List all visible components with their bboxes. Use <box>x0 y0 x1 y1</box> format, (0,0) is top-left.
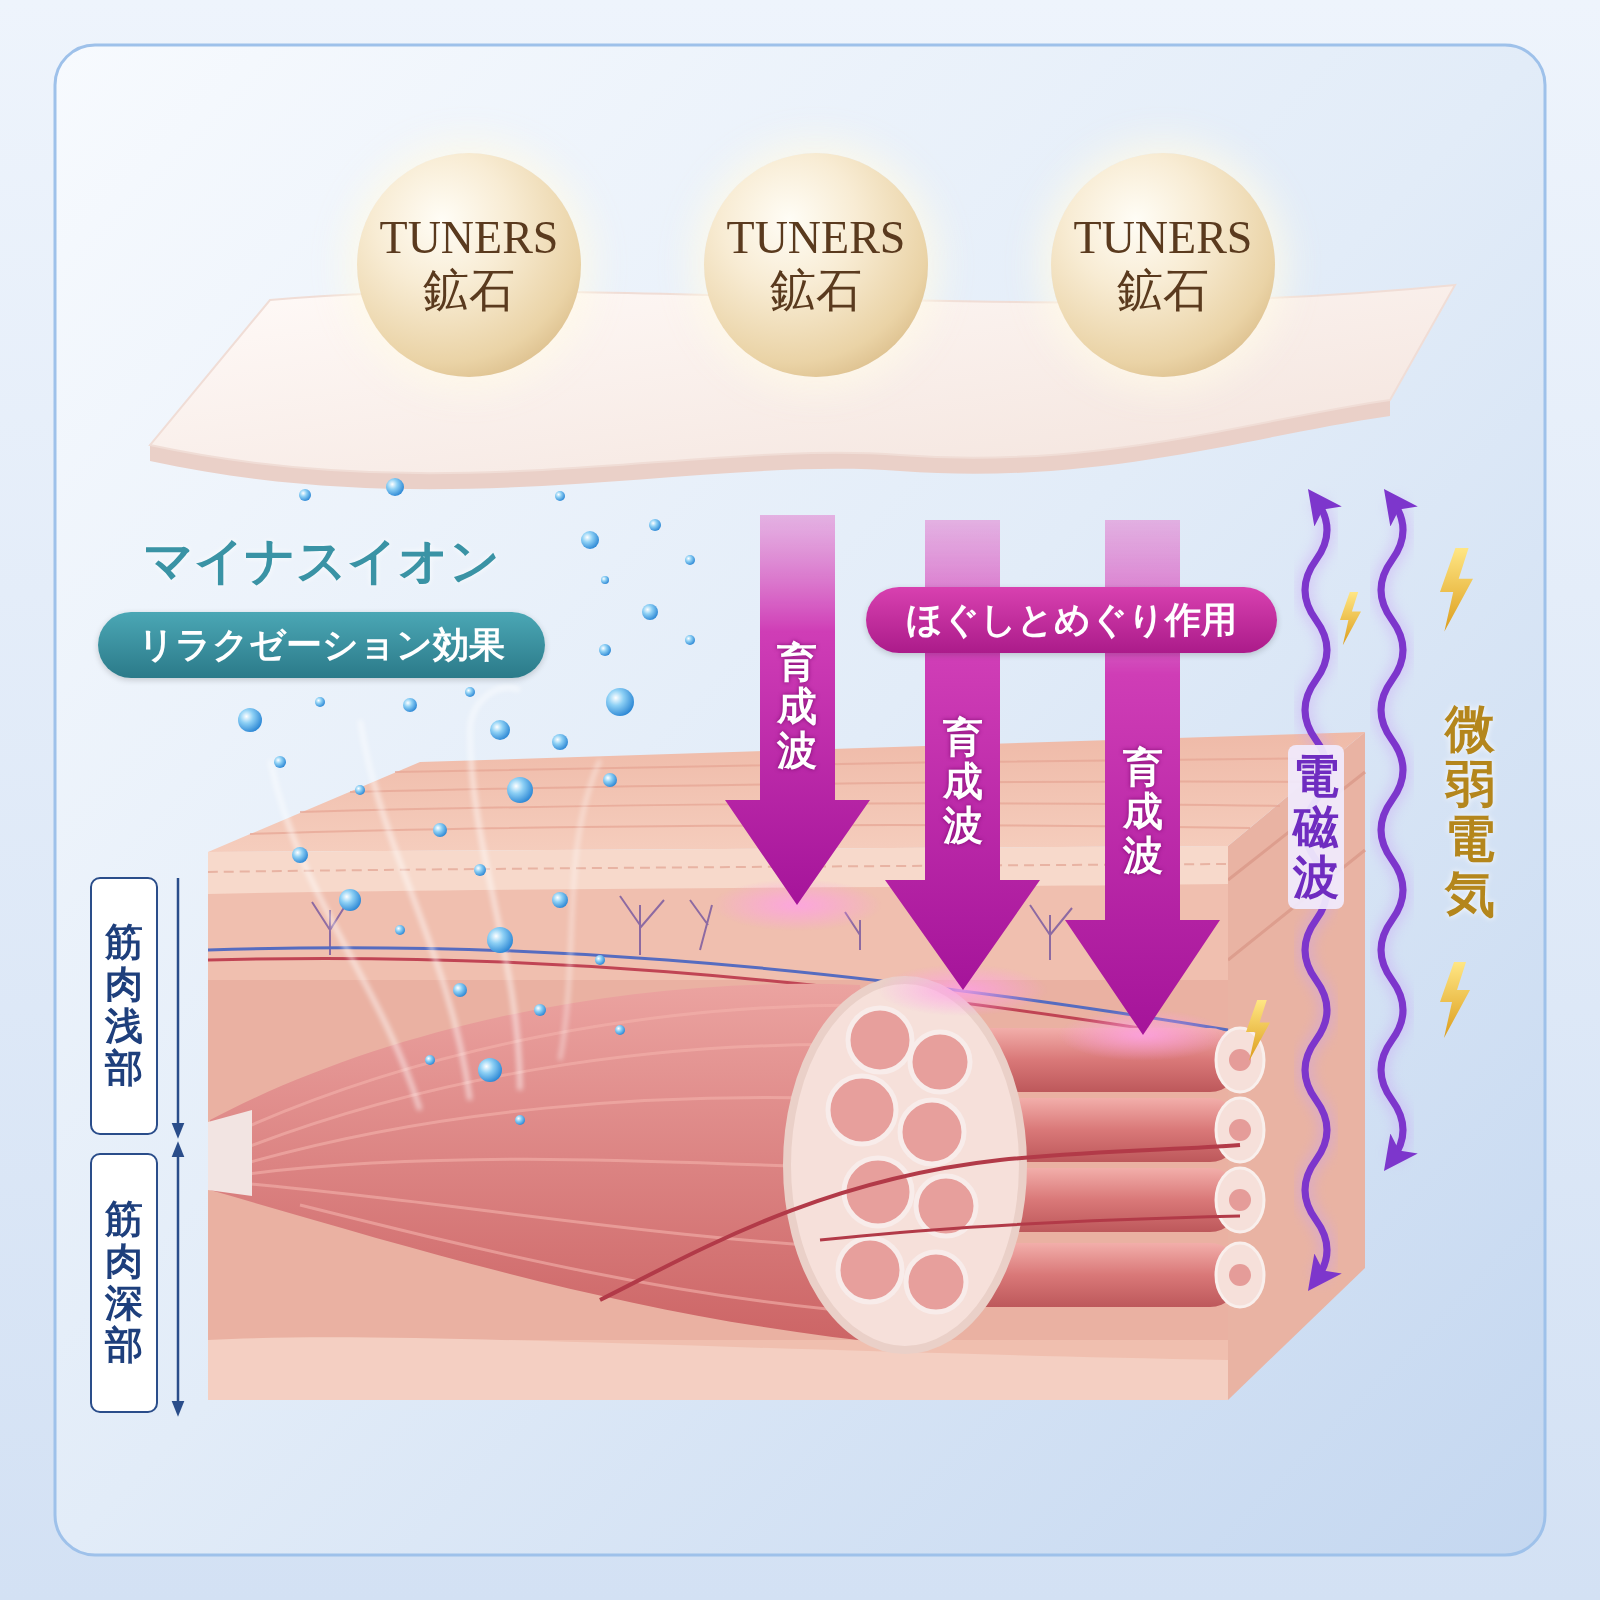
growth-wave-arrows-part <box>725 515 870 905</box>
ion-bubbles-part <box>355 785 365 795</box>
ion-bubbles-part <box>315 697 325 707</box>
ore-pearl: TUNERS 鉱石 <box>704 153 928 377</box>
muscle-part <box>208 1110 252 1196</box>
ion-mist-part <box>560 760 600 1060</box>
ion-bubbles-part <box>339 889 361 911</box>
muscle-part <box>1229 1049 1251 1071</box>
depth-brackets-part <box>177 878 180 1134</box>
ion-bubbles-part <box>433 823 447 837</box>
node-text: TUNERS 鉱石 <box>727 212 906 318</box>
ion-bubbles-part <box>595 955 605 965</box>
depth-brackets-part <box>177 1146 180 1412</box>
ion-bubbles-part <box>685 635 695 645</box>
ion-bubbles-part <box>299 489 311 501</box>
muscle-part <box>1229 1119 1251 1141</box>
ion-bubbles-part <box>599 644 611 656</box>
electromagnetic-waves-part <box>1381 500 1403 1160</box>
ion-mist-part <box>360 720 470 1100</box>
ion-bubbles-part <box>478 1058 502 1082</box>
depth-box: 筋肉深部 <box>90 1153 158 1413</box>
ion-bubbles-part <box>386 478 404 496</box>
muscle-part <box>906 1252 966 1312</box>
ion-mist-part <box>470 687 520 1090</box>
ion-bubbles-part <box>649 519 661 531</box>
ion-label: マイナスイオン <box>143 528 500 595</box>
ore-pearl: TUNERS 鉱石 <box>1051 153 1275 377</box>
skin-block-part <box>208 846 1228 894</box>
muscle-part <box>820 1216 1240 1240</box>
node-text: ほぐしとめぐり作用 <box>906 596 1237 645</box>
ion-bubbles-part <box>606 688 634 716</box>
ion-bubbles-part <box>465 687 475 697</box>
ion-bubbles-part <box>601 576 609 584</box>
ion-bubbles-part <box>238 708 262 732</box>
ion-bubbles-part <box>534 1004 546 1016</box>
ion-bubbles-part <box>603 773 617 787</box>
action-pill: ほぐしとめぐり作用 <box>866 587 1277 653</box>
ion-bubbles-part <box>490 720 510 740</box>
wave-label: 育成波 <box>777 640 817 772</box>
ion-bubbles-part <box>487 927 513 953</box>
lightning-bolts-part <box>1246 1000 1270 1061</box>
muscle-part <box>787 980 1023 1350</box>
ion-bubbles-part <box>425 1055 435 1065</box>
lightning-bolts-part <box>1340 592 1361 645</box>
muscle-part <box>910 1032 970 1092</box>
muscle <box>208 980 1264 1350</box>
ion-bubbles-part <box>615 1025 625 1035</box>
muscle-part <box>848 1008 912 1072</box>
muscle-part <box>828 1076 896 1144</box>
ion-bubbles-part <box>474 864 486 876</box>
lightning-bolts <box>1246 548 1473 1061</box>
panel <box>55 45 1545 1555</box>
node-text: 筋肉浅部 <box>105 922 143 1089</box>
ion-bubbles-part <box>395 925 405 935</box>
node-text: リラクゼーション効果 <box>138 621 505 670</box>
node-text: TUNERS 鉱石 <box>380 212 559 318</box>
muscle-part <box>1216 1098 1264 1162</box>
muscle-part <box>900 1100 964 1164</box>
lightning-bolts-part <box>1440 962 1470 1038</box>
ion-bubbles-part <box>555 491 565 501</box>
depth-brackets <box>178 878 179 1412</box>
ion-bubbles-part <box>552 892 568 908</box>
ion-bubbles-part <box>292 847 308 863</box>
current-label: 微弱電気 <box>1445 702 1495 922</box>
muscle-part <box>1229 1264 1251 1286</box>
electromagnetic-waves-part <box>1381 500 1403 1160</box>
muscle-part <box>600 1145 1240 1300</box>
ion-bubbles-part <box>685 555 695 565</box>
node-text: 筋肉深部 <box>105 1199 143 1366</box>
ion-bubbles-part <box>581 531 599 549</box>
ion-bubbles-part <box>642 604 658 620</box>
depth-box: 筋肉浅部 <box>90 877 158 1135</box>
muscle-part <box>844 1158 912 1226</box>
wave-label: 育成波 <box>943 715 983 847</box>
lightning-bolts-part <box>1440 548 1473 632</box>
wave-label: 育成波 <box>1123 745 1163 877</box>
node-text: TUNERS 鉱石 <box>1074 212 1253 318</box>
emwave-label: 電磁波 <box>1288 745 1344 909</box>
ion-bubbles-part <box>515 1115 525 1125</box>
ion-bubbles-part <box>403 698 417 712</box>
ore-pearl: TUNERS 鉱石 <box>357 153 581 377</box>
skin-block-part <box>208 864 1228 872</box>
muscle-part <box>838 1238 902 1302</box>
muscle-part <box>1216 1243 1264 1307</box>
skin-block-part <box>208 1337 1228 1400</box>
ion-mist-part <box>270 760 420 1110</box>
ion-bubbles-part <box>552 734 568 750</box>
muscle-part <box>1229 1189 1251 1211</box>
ion-bubbles-part <box>453 983 467 997</box>
ion-mist <box>270 687 600 1110</box>
ion-bubbles-part <box>274 756 286 768</box>
muscle-part <box>1216 1168 1264 1232</box>
effect-pill: リラクゼーション効果 <box>98 612 545 678</box>
ion-bubbles-part <box>507 777 533 803</box>
